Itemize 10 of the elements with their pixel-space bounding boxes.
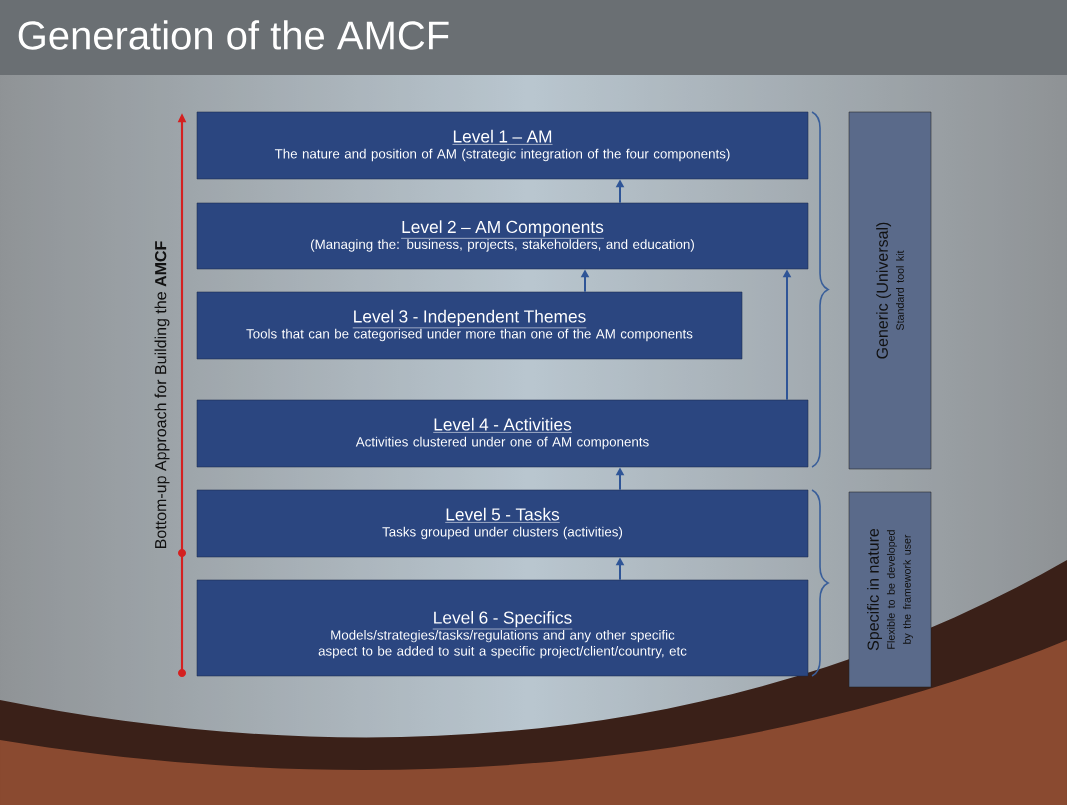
title: Generation of the AMCF: [18, 20, 449, 50]
level-box: Level 5 - Tasks Tasks grouped under clusters (activities): [196, 489, 809, 558]
category-box: Specific in nature Flexible to be developed by the framework user: [848, 491, 932, 688]
vertical-label: Bottom-up Approach for Building the AMCF: [154, 241, 170, 548]
category-box: Generic (Universal) Standard tool kit: [848, 111, 932, 470]
level-box: Level 4 - Activities Activities clustered under one of AM components: [196, 399, 809, 468]
level-box: Level 1 – AM The nature and position of AM (strategic integration of the four components): [196, 111, 809, 180]
level-box: Level 6 - Specifics Models/strategies/tasks/regulations and any other specific aspect to be added to suit a specific project/client/country, etc: [196, 579, 809, 677]
level-box: Level 2 – AM Components (Managing the: business, projects, stakeholders, and education): [196, 202, 809, 270]
level-box: Level 3 - Independent Themes Tools that can be categorised under more than one of the AM components: [196, 291, 743, 360]
